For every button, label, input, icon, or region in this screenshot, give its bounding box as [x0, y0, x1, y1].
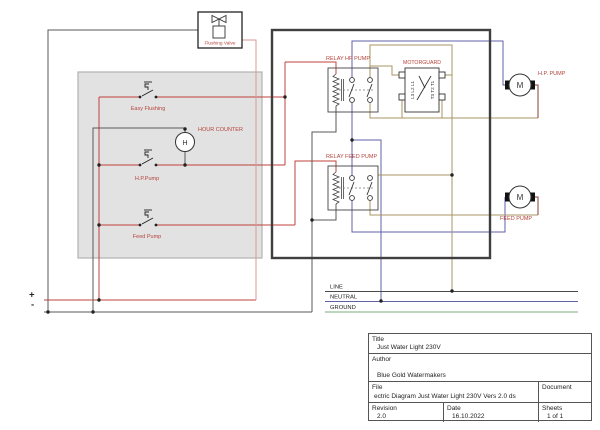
hp-pump-motor-label: H.P. PUMP — [538, 71, 566, 77]
motorguard-tab-t1 — [438, 71, 446, 79]
easy-flushing-label: Easy Flushing — [131, 106, 166, 112]
revision-label: Revision — [372, 405, 397, 412]
junction-dots — [46, 95, 454, 314]
dc-negative-wires — [44, 29, 337, 313]
motorguard-tab-t3 — [438, 93, 446, 101]
plus-terminal-label: + — [29, 290, 35, 301]
author-value: Blue Gold Watermakers — [377, 372, 446, 379]
component-labels: Flushing Valve Easy Flushing HOUR COUNTE… — [131, 41, 566, 241]
hour-counter-label: HOUR COUNTER — [198, 127, 243, 133]
hp-pump-motor — [504, 73, 536, 97]
title-block-document-cell: Document — [539, 382, 591, 402]
ground-bus-label: GROUND — [330, 305, 356, 311]
motorguard: L3 L2 L1 T3 T2 T1 — [398, 67, 446, 113]
line-feed-wires — [369, 44, 538, 291]
motorguard-left-pin-labels: L3 L2 L1 — [410, 81, 415, 99]
motorguard-tab-l3 — [398, 93, 406, 101]
title-block-title-cell: Title Just Water Light 230V — [369, 334, 591, 354]
title-block-date-cell: Date 16.10.2022 — [444, 403, 539, 422]
dc-positive-wires — [44, 61, 337, 301]
valve-coil-icon — [211, 14, 227, 24]
power-buses — [325, 290, 578, 313]
title-block-sheets-cell: Sheets 1 of 1 — [539, 403, 591, 422]
hp-pump-switch-label: H.P.Pump — [135, 176, 159, 182]
motorguard-label: MOTORGUARD — [403, 60, 441, 66]
motorguard-tab-l1 — [398, 71, 406, 79]
motorguard-breaker-contact — [416, 75, 432, 101]
title-block-revision-row: Revision 2.0 Date 16.10.2022 Sheets 1 of… — [369, 403, 591, 422]
title-label: Title — [372, 336, 385, 343]
line-bus-label: LINE — [330, 285, 343, 291]
title-value: Just Water Light 230V — [377, 344, 441, 351]
title-block-revision-cell: Revision 2.0 — [369, 403, 444, 422]
sheets-label: Sheets — [542, 405, 563, 412]
title-block-author-cell: Author Blue Gold Watermakers — [369, 354, 591, 382]
neutral-bus-label: NEUTRAL — [330, 295, 358, 301]
valve-body — [212, 25, 226, 39]
flushing-valve-label: Flushing Valve — [204, 41, 235, 47]
hour-counter-letter: H — [182, 140, 187, 147]
motorguard-right-pin-labels: T3 T2 T1 — [430, 80, 435, 99]
sheets-value: 1 of 1 — [547, 413, 564, 420]
author-label: Author — [372, 356, 392, 363]
document-label: Document — [542, 384, 572, 391]
feed-pump-motor — [504, 185, 536, 209]
date-label: Date — [447, 405, 461, 412]
minus-terminal-label: - — [31, 300, 34, 311]
title-block-file-cell: File ectric Diagram Just Water Light 230… — [369, 382, 539, 402]
relay-hp-label: RELAY HP PUMP — [326, 56, 370, 62]
feed-pump-switch-label: Feed Pump — [133, 234, 161, 240]
file-label: File — [372, 384, 383, 391]
date-value: 16.10.2022 — [452, 413, 485, 420]
relay-feed-label: RELAY FEED PUMP — [326, 154, 377, 160]
title-block-file-row: File ectric Diagram Just Water Light 230… — [369, 382, 591, 403]
valve-supply-wire — [242, 39, 257, 300]
motor-live-wires — [535, 84, 539, 215]
revision-value: 2.0 — [377, 413, 387, 420]
file-value: ectric Diagram Just Water Light 230V Ver… — [374, 393, 516, 400]
control-box — [270, 28, 492, 260]
title-block: Title Just Water Light 230V Author Blue … — [368, 333, 592, 422]
feed-pump-motor-label: FEED PUMP — [500, 216, 532, 222]
bus-labels: LINE NEUTRAL GROUND + - — [29, 285, 358, 312]
hour-counter: H — [175, 132, 195, 152]
flushing-valve — [197, 11, 243, 49]
